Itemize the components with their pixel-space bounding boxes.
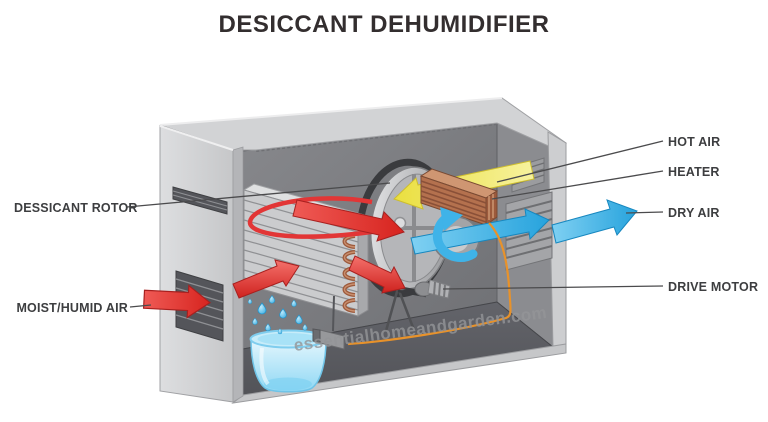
- callout-heater: HEATER: [668, 165, 720, 179]
- arrow-into-rotor: [232, 259, 300, 299]
- fan-swirl-arrow: [432, 212, 478, 262]
- heater-fins: [420, 180, 487, 223]
- dry-air-interior-arrow: [410, 208, 550, 255]
- water-collection-bucket: [249, 329, 328, 393]
- power-wire: [312, 222, 512, 350]
- leader-hot-air: [496, 140, 664, 183]
- leader-moist-humid-air: [129, 304, 152, 308]
- diagram-title: DESICCANT DEHUMIDIFIER: [218, 11, 550, 38]
- leader-drive-motor: [442, 285, 664, 290]
- slab-support: [332, 295, 335, 332]
- callout-dessicant-rotor: DESSICANT ROTOR: [14, 201, 138, 215]
- callout-dry-air: DRY AIR: [668, 206, 720, 220]
- callout-drive-motor: DRIVE MOTOR: [668, 280, 759, 294]
- leader-dessicant-rotor: [126, 182, 391, 208]
- dry-air-flow-arrows: [410, 199, 638, 262]
- left-panel-inner-edge: [232, 146, 244, 403]
- moist-air-inlet-arrow: [142, 284, 211, 319]
- callout-moist-humid-air: MOIST/HUMID AIR: [16, 301, 128, 315]
- left-panel: [159, 125, 234, 403]
- callout-hot-air: HOT AIR: [668, 135, 721, 149]
- heater-block: [419, 168, 499, 226]
- moist-air-flow-arrows: [232, 199, 406, 299]
- arrow-through-rotor: [292, 199, 405, 242]
- rim-highlight: [159, 97, 503, 126]
- leader-lines: [126, 140, 664, 308]
- dry-air-exterior-arrow: [551, 199, 638, 244]
- leader-heater: [491, 170, 664, 200]
- leader-dry-air: [625, 211, 664, 214]
- arrow-rotor-lower: [348, 255, 406, 294]
- panel-highlight: [159, 125, 234, 151]
- drive-motor: [414, 279, 451, 299]
